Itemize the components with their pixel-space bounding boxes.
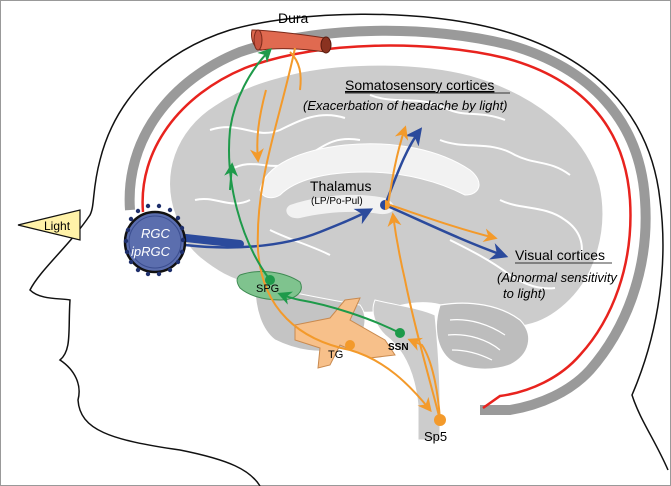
label-visual-note-1: (Abnormal sensitivity <box>497 270 618 285</box>
thalamus-to-somatosensory-orange <box>387 125 409 206</box>
label-ssn: SSN <box>388 342 409 353</box>
dura-line <box>141 44 632 410</box>
label-somatosensory-note: (Exacerbation of headache by light) <box>303 98 508 113</box>
label-visual: Visual cortices <box>515 247 605 263</box>
blue-pathways <box>182 127 509 260</box>
label-somatosensory: Somatosensory cortices <box>345 77 494 93</box>
brainstem <box>372 299 441 441</box>
sp5-to-ssn <box>407 337 441 421</box>
label-thalamus: Thalamus <box>310 178 371 194</box>
label-dura: Dura <box>278 10 309 26</box>
label-spg: SPG <box>256 283 279 295</box>
ssn-node <box>395 328 405 338</box>
tg-ganglion <box>294 297 396 369</box>
head-outline <box>29 13 669 486</box>
light-arrow-icon <box>17 209 81 241</box>
sp5-node <box>434 414 446 426</box>
sp5-to-thalamus <box>387 212 441 421</box>
eye-icon <box>123 203 187 277</box>
label-visual-note-2: to light) <box>503 286 546 301</box>
thalamus-to-somatosensory <box>383 127 423 206</box>
label-thalamus-sub: (LP/Po-Pul) <box>311 196 363 207</box>
brain <box>168 64 604 441</box>
dura-to-sp5 <box>256 47 432 413</box>
thalamus-to-visual <box>384 203 509 260</box>
spg-node <box>265 275 275 285</box>
optic-tract <box>184 208 374 249</box>
skull-band <box>124 25 651 415</box>
corpus-callosum <box>259 143 480 199</box>
spg-to-dura <box>228 48 272 281</box>
dura-vessel-icon <box>251 29 332 54</box>
label-sp5: Sp5 <box>424 429 447 444</box>
label-iprgc: ipRGC <box>131 244 171 259</box>
thalamus-to-visual-orange <box>389 204 498 243</box>
label-rgc: RGC <box>141 226 171 241</box>
green-pathways <box>224 48 405 338</box>
ssn-to-spg <box>277 291 401 334</box>
label-light: Light <box>44 219 71 233</box>
tg-node <box>345 340 355 350</box>
orange-pathways <box>249 47 498 426</box>
label-tg: TG <box>328 349 343 361</box>
